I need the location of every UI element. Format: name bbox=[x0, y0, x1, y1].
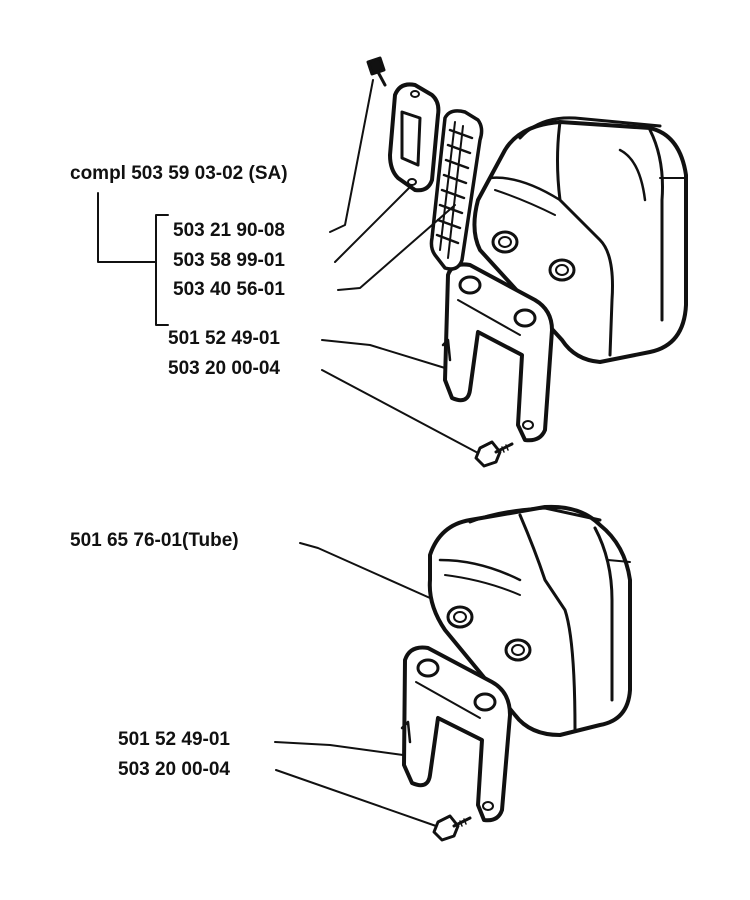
lower-bolt bbox=[432, 814, 472, 842]
label-part-503-58-99-01: 503 58 99-01 bbox=[173, 250, 285, 271]
upper-screw bbox=[366, 56, 387, 87]
upper-muffler-assembly bbox=[97, 56, 688, 468]
label-part-501-52-49-01-upper: 501 52 49-01 bbox=[168, 328, 280, 349]
upper-spark-screen bbox=[429, 109, 484, 271]
upper-bolt bbox=[474, 440, 514, 468]
leader-503-20-00-04-upper bbox=[321, 369, 479, 454]
label-compl-assembly: compl 503 59 03-02 (SA) bbox=[70, 163, 288, 184]
lower-muffler-body bbox=[427, 504, 632, 737]
leader-501-52-49-01-upper bbox=[321, 339, 446, 369]
leader-501-65-76-01-tube bbox=[299, 542, 431, 599]
leader-503-21-90-08 bbox=[329, 79, 374, 233]
compl-bracket-line bbox=[97, 192, 169, 326]
label-part-503-21-90-08: 503 21 90-08 bbox=[173, 220, 285, 241]
label-part-503-20-00-04-lower: 503 20 00-04 bbox=[118, 759, 230, 780]
label-part-503-20-00-04-upper: 503 20 00-04 bbox=[168, 358, 280, 379]
lower-muffler-assembly bbox=[274, 504, 632, 842]
label-tube: 501 65 76-01(Tube) bbox=[70, 530, 239, 551]
leader-503-40-56-01 bbox=[337, 204, 456, 291]
leader-501-52-49-01-lower bbox=[274, 741, 404, 756]
lower-bracket bbox=[400, 645, 512, 823]
upper-gasket bbox=[388, 82, 441, 193]
label-part-501-52-49-01-lower: 501 52 49-01 bbox=[118, 729, 230, 750]
upper-bracket bbox=[441, 262, 554, 443]
leader-503-20-00-04-lower bbox=[275, 769, 437, 827]
label-part-503-40-56-01: 503 40 56-01 bbox=[173, 279, 285, 300]
upper-muffler-body bbox=[472, 116, 688, 364]
leader-503-58-99-01 bbox=[334, 184, 413, 263]
